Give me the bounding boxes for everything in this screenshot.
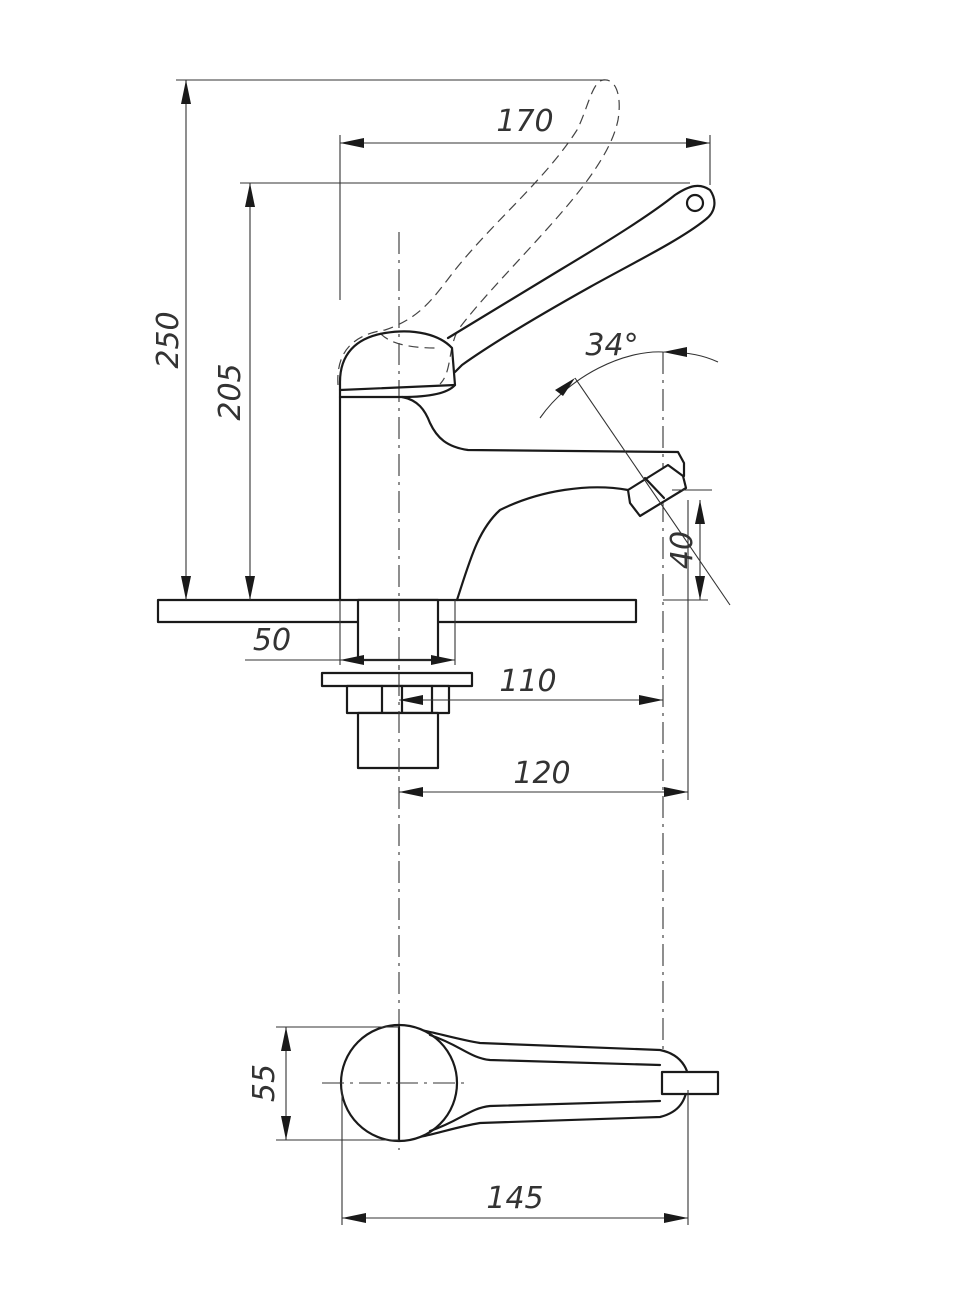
spout (455, 486, 640, 602)
dim-50-label: 50 (253, 623, 291, 658)
dim-110-label: 110 (499, 664, 556, 699)
shank (356, 598, 440, 662)
faucet-body (338, 395, 686, 602)
plan-spout-tip (660, 1070, 720, 1096)
dim-34-label: 34° (585, 328, 638, 363)
dim-170-label: 170 (496, 104, 553, 139)
dim-250-label: 250 (151, 311, 186, 368)
dimension-arrows (181, 80, 710, 1223)
dimension-lines (176, 79, 731, 1225)
lever-arm (446, 184, 716, 374)
lever-base (338, 330, 457, 399)
dim-145-label: 145 (486, 1181, 543, 1216)
lever-hole (685, 193, 705, 213)
dim-40-label: 40 (665, 531, 700, 569)
raised-lever-outline (337, 79, 620, 386)
dim-120-label: 120 (513, 756, 570, 791)
dim-205-label: 205 (213, 363, 248, 420)
faucet-side-view (156, 184, 716, 780)
faucet-plan-view (322, 1023, 720, 1143)
washer (320, 671, 474, 688)
dim-55-label: 55 (247, 1064, 282, 1102)
tail-pipe (356, 711, 440, 770)
dimension-labels: 250 205 170 34° 40 50 110 120 55 145 (151, 104, 700, 1216)
